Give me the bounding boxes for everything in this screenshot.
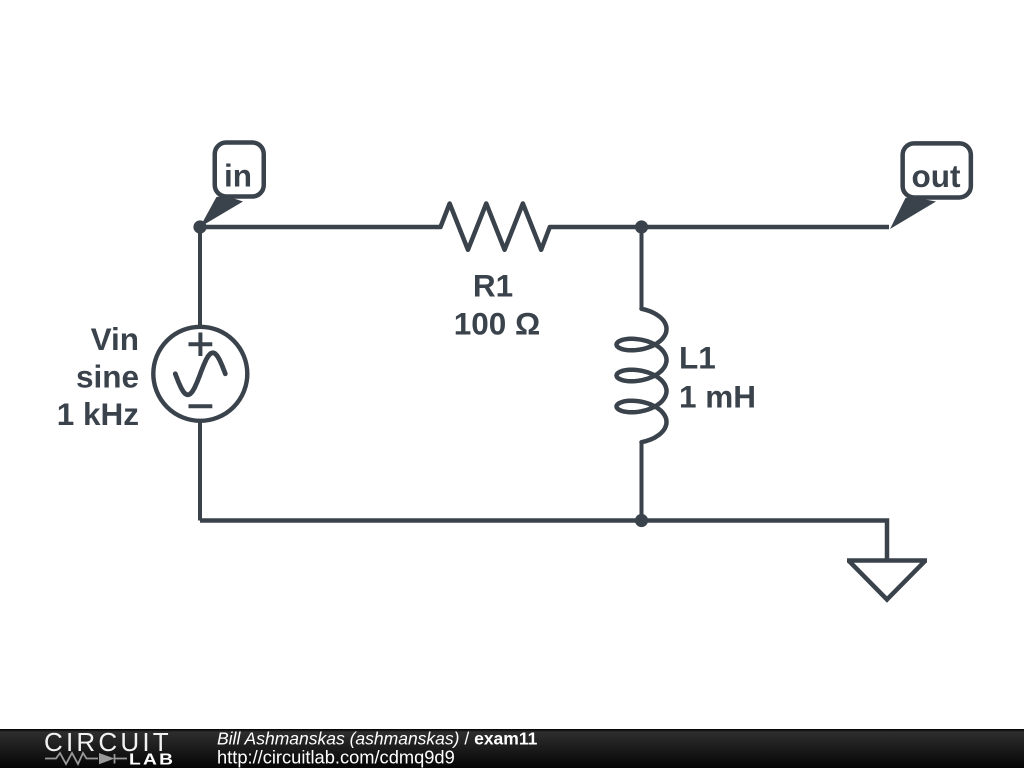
- svg-text:http://circuitlab.com/cdmq9d9: http://circuitlab.com/cdmq9d9: [217, 747, 455, 768]
- svg-text:100 Ω: 100 Ω: [454, 306, 541, 342]
- svg-text:in: in: [224, 157, 252, 193]
- svg-text:LAB: LAB: [129, 750, 175, 768]
- svg-text:Bill Ashmanskas (ashmanskas) /: Bill Ashmanskas (ashmanskas) / exam11: [217, 729, 538, 749]
- svg-text:R1: R1: [473, 267, 513, 303]
- svg-text:1 kHz: 1 kHz: [57, 396, 139, 432]
- svg-text:L1: L1: [679, 340, 716, 376]
- svg-text:1 mH: 1 mH: [679, 378, 756, 414]
- svg-text:Vin: Vin: [91, 321, 139, 357]
- svg-text:CIRCUIT: CIRCUIT: [44, 727, 172, 757]
- svg-text:out: out: [912, 158, 961, 194]
- svg-text:sine: sine: [76, 359, 139, 395]
